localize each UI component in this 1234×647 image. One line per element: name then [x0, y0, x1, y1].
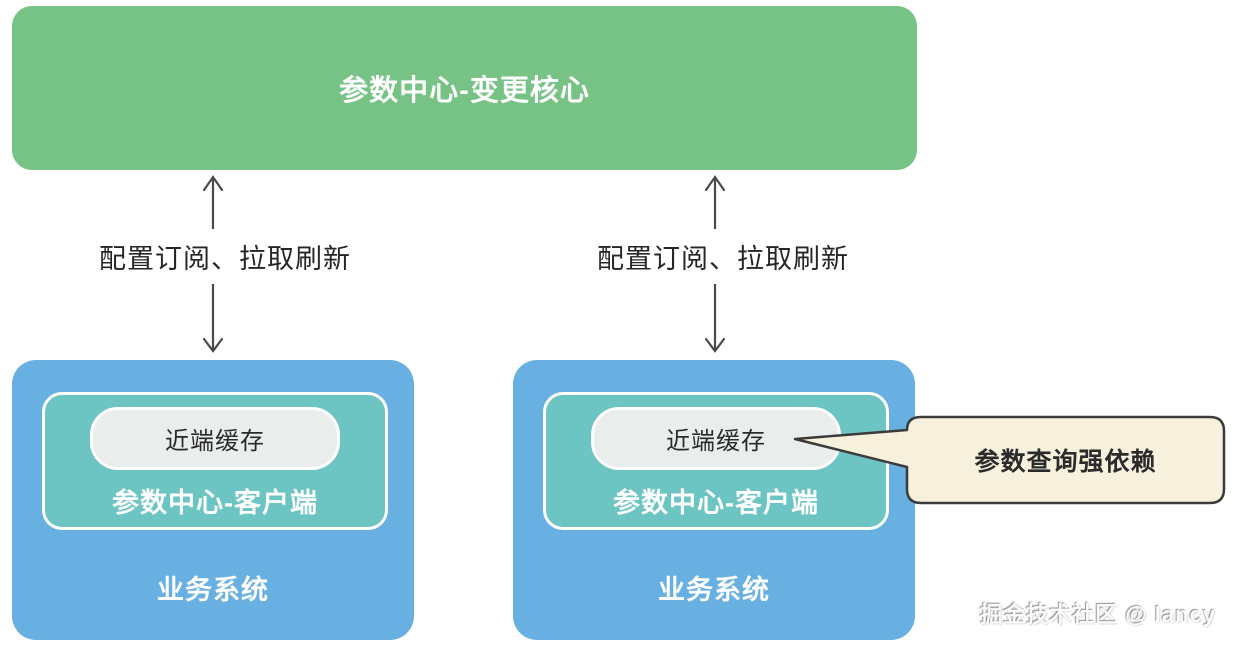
- core-box: 参数中心-变更核心: [12, 6, 917, 170]
- link-label-right: 配置订阅、拉取刷新: [586, 229, 860, 284]
- cache-box-right: 近端缓存: [591, 407, 841, 470]
- arrowhead-down-icon: [202, 337, 224, 353]
- cache-label: 近端缓存: [165, 428, 265, 455]
- client-label: 参数中心-客户端: [613, 488, 819, 518]
- arrowhead-down-icon: [704, 337, 726, 353]
- cache-label: 近端缓存: [666, 428, 766, 455]
- arrowhead-up-icon: [704, 175, 726, 192]
- system-box-left: 近端缓存 参数中心-客户端 业务系统: [12, 360, 414, 640]
- system-box-right: 近端缓存 参数中心-客户端 业务系统: [513, 360, 915, 640]
- system-label: 业务系统: [157, 575, 269, 605]
- watermark: 掘金技术社区 @ lancy: [980, 602, 1216, 627]
- link-label-left: 配置订阅、拉取刷新: [88, 229, 362, 284]
- arrowhead-up-icon: [202, 175, 224, 192]
- client-box-right: 近端缓存 参数中心-客户端: [543, 392, 889, 530]
- client-label: 参数中心-客户端: [112, 488, 318, 518]
- client-box-left: 近端缓存 参数中心-客户端: [42, 392, 388, 530]
- system-label: 业务系统: [658, 575, 770, 605]
- callout-label: 参数查询强依赖: [974, 448, 1157, 476]
- core-box-label: 参数中心-变更核心: [339, 75, 590, 107]
- cache-box-left: 近端缓存: [90, 407, 340, 470]
